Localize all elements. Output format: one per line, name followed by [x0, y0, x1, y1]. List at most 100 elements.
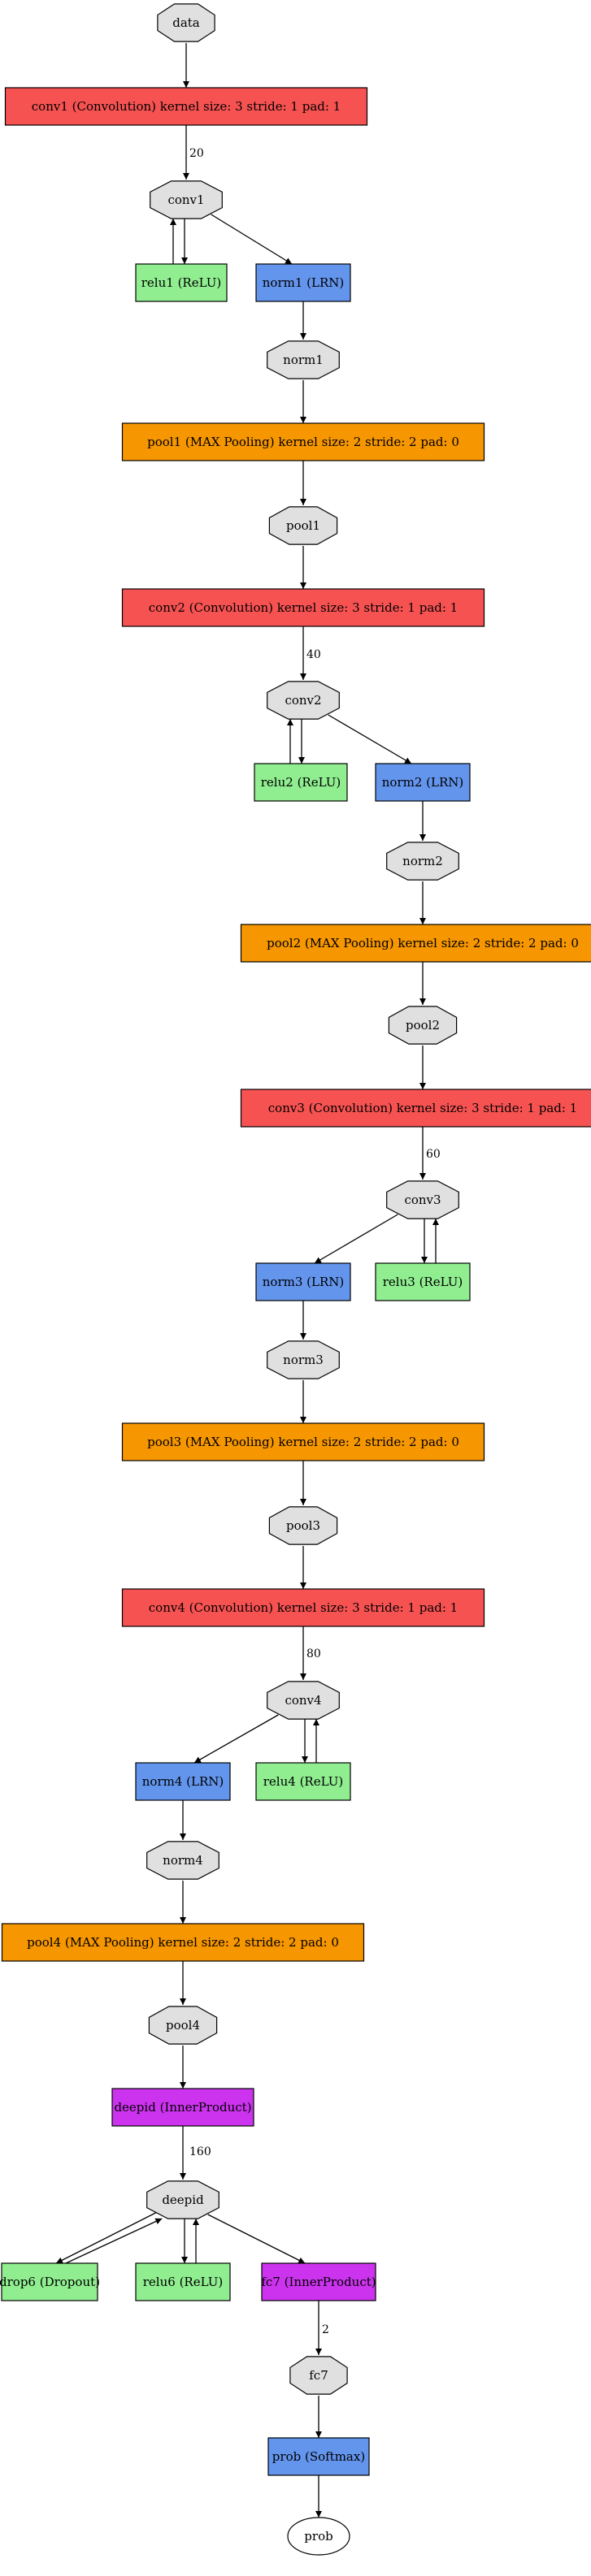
node-shape	[146, 1841, 219, 1880]
node-shape	[135, 1762, 231, 1801]
node-pool3-layer: pool3 (MAX Pooling) kernel size: 2 strid…	[121, 1422, 485, 1461]
edge-label-deepid: 160	[189, 2145, 211, 2158]
node-shape	[267, 1340, 340, 1379]
node-conv1-layer: conv1 (Convolution) kernel size: 3 strid…	[4, 87, 368, 126]
node-shape	[255, 1762, 351, 1801]
node-shape	[150, 180, 223, 219]
node-shape	[135, 2262, 231, 2301]
edge-label-conv3: 60	[426, 1148, 441, 1161]
node-label: norm1 (LRN)	[263, 275, 344, 290]
node-label: pool4 (MAX Pooling) kernel size: 2 strid…	[27, 1935, 339, 1950]
node-label: norm3	[283, 1353, 324, 1367]
node-shape	[1, 2262, 98, 2301]
node-conv3-layer: conv3 (Convolution) kernel size: 3 strid…	[240, 1089, 591, 1128]
node-fc7-layer: fc7 (InnerProduct)	[261, 2262, 376, 2301]
node-conv1: conv1	[150, 180, 223, 219]
node-label: fc7	[309, 2368, 328, 2383]
edge-conv3-to-norm3_layer	[314, 1214, 398, 1264]
node-relu1: relu1 (ReLU)	[135, 263, 228, 302]
node-pool3: pool3	[268, 1506, 338, 1545]
node-relu4: relu4 (ReLU)	[255, 1762, 351, 1801]
node-label: relu3 (ReLU)	[383, 1275, 463, 1289]
node-shape	[375, 1262, 471, 1301]
node-label: norm2 (LRN)	[382, 775, 463, 790]
node-norm1-layer: norm1 (LRN)	[255, 263, 351, 302]
edge-conv2-to-norm2_layer	[328, 714, 412, 764]
node-label: conv4 (Convolution) kernel size: 3 strid…	[149, 1600, 458, 1615]
node-shape	[267, 1681, 340, 1720]
node-shape	[287, 2517, 350, 2556]
node-label: norm2	[402, 854, 443, 868]
node-shape	[121, 1588, 485, 1627]
node-shape	[388, 1006, 458, 1045]
node-prob: prob	[287, 2517, 350, 2556]
node-label: conv1	[167, 193, 204, 207]
node-shape	[240, 924, 591, 963]
node-label: conv2 (Convolution) kernel size: 3 strid…	[149, 600, 458, 615]
node-label: pool1	[286, 518, 320, 533]
edge-deepid-to-fc7_layer	[207, 2214, 306, 2264]
edge-label-conv4: 80	[306, 1647, 321, 1660]
node-shape	[255, 263, 351, 302]
node-norm3: norm3	[267, 1340, 340, 1379]
edge-label-conv2: 40	[306, 648, 321, 661]
node-shape	[386, 842, 459, 881]
node-prob-layer: prob (Softmax)	[267, 2437, 370, 2476]
node-norm2-layer: norm2 (LRN)	[375, 763, 471, 802]
node-shape	[267, 340, 340, 379]
edge-label-conv1: 20	[189, 147, 204, 160]
node-deepid: deepid	[146, 2180, 219, 2219]
node-shape	[135, 263, 228, 302]
node-pool1: pool1	[268, 506, 338, 545]
node-shape	[121, 422, 485, 461]
node-deepid-layer: deepid (InnerProduct)	[111, 2088, 254, 2127]
node-label: fc7 (InnerProduct)	[261, 2275, 376, 2289]
node-shape	[1, 1923, 365, 1962]
node-pool2-layer: pool2 (MAX Pooling) kernel size: 2 strid…	[240, 924, 591, 963]
node-relu2: relu2 (ReLU)	[254, 763, 348, 802]
node-shape	[255, 1262, 351, 1301]
node-shape	[4, 87, 368, 126]
node-shape	[148, 2006, 218, 2045]
node-shape	[268, 506, 338, 545]
node-shape	[240, 1089, 591, 1128]
node-norm4-layer: norm4 (LRN)	[135, 1762, 231, 1801]
node-label: norm4 (LRN)	[142, 1774, 224, 1789]
node-shape	[261, 2262, 376, 2301]
node-label: relu1 (ReLU)	[141, 275, 221, 290]
node-shape	[267, 681, 340, 720]
node-label: deepid	[162, 2193, 204, 2207]
node-label: conv3 (Convolution) kernel size: 3 strid…	[268, 1101, 577, 1115]
node-conv4-layer: conv4 (Convolution) kernel size: 3 strid…	[121, 1588, 485, 1627]
node-label: pool4	[166, 2018, 200, 2033]
node-shape	[157, 3, 215, 42]
node-label: deepid (InnerProduct)	[114, 2100, 251, 2115]
node-pool2: pool2	[388, 1006, 458, 1045]
node-label: pool3	[286, 1518, 320, 1533]
node-label: prob (Softmax)	[272, 2449, 365, 2464]
node-data: data	[157, 3, 215, 42]
node-pool4-layer: pool4 (MAX Pooling) kernel size: 2 strid…	[1, 1923, 365, 1962]
node-label: norm1	[283, 353, 324, 367]
node-shape	[386, 1180, 459, 1219]
node-label: pool3 (MAX Pooling) kernel size: 2 strid…	[147, 1435, 459, 1449]
node-label: relu2 (ReLU)	[261, 775, 341, 790]
node-shape	[111, 2088, 254, 2127]
node-label: data	[172, 15, 200, 30]
node-label: conv1 (Convolution) kernel size: 3 strid…	[32, 99, 341, 114]
edge-conv4-to-norm4_layer	[193, 1714, 279, 1764]
node-fc7: fc7	[289, 2356, 348, 2395]
node-label: conv2	[285, 693, 321, 708]
node-relu3: relu3 (ReLU)	[375, 1262, 471, 1301]
node-label: prob	[304, 2529, 332, 2544]
node-norm4: norm4	[146, 1841, 219, 1880]
node-shape	[267, 2437, 370, 2476]
node-label: norm3 (LRN)	[263, 1275, 344, 1289]
node-label: conv3	[404, 1193, 441, 1207]
node-conv2: conv2	[267, 681, 340, 720]
node-shape	[254, 763, 348, 802]
edge-deepid-to-drop6	[55, 2211, 158, 2264]
node-shape	[121, 588, 485, 627]
edge-label-fc7: 2	[322, 2323, 329, 2336]
node-pool4: pool4	[148, 2006, 218, 2045]
